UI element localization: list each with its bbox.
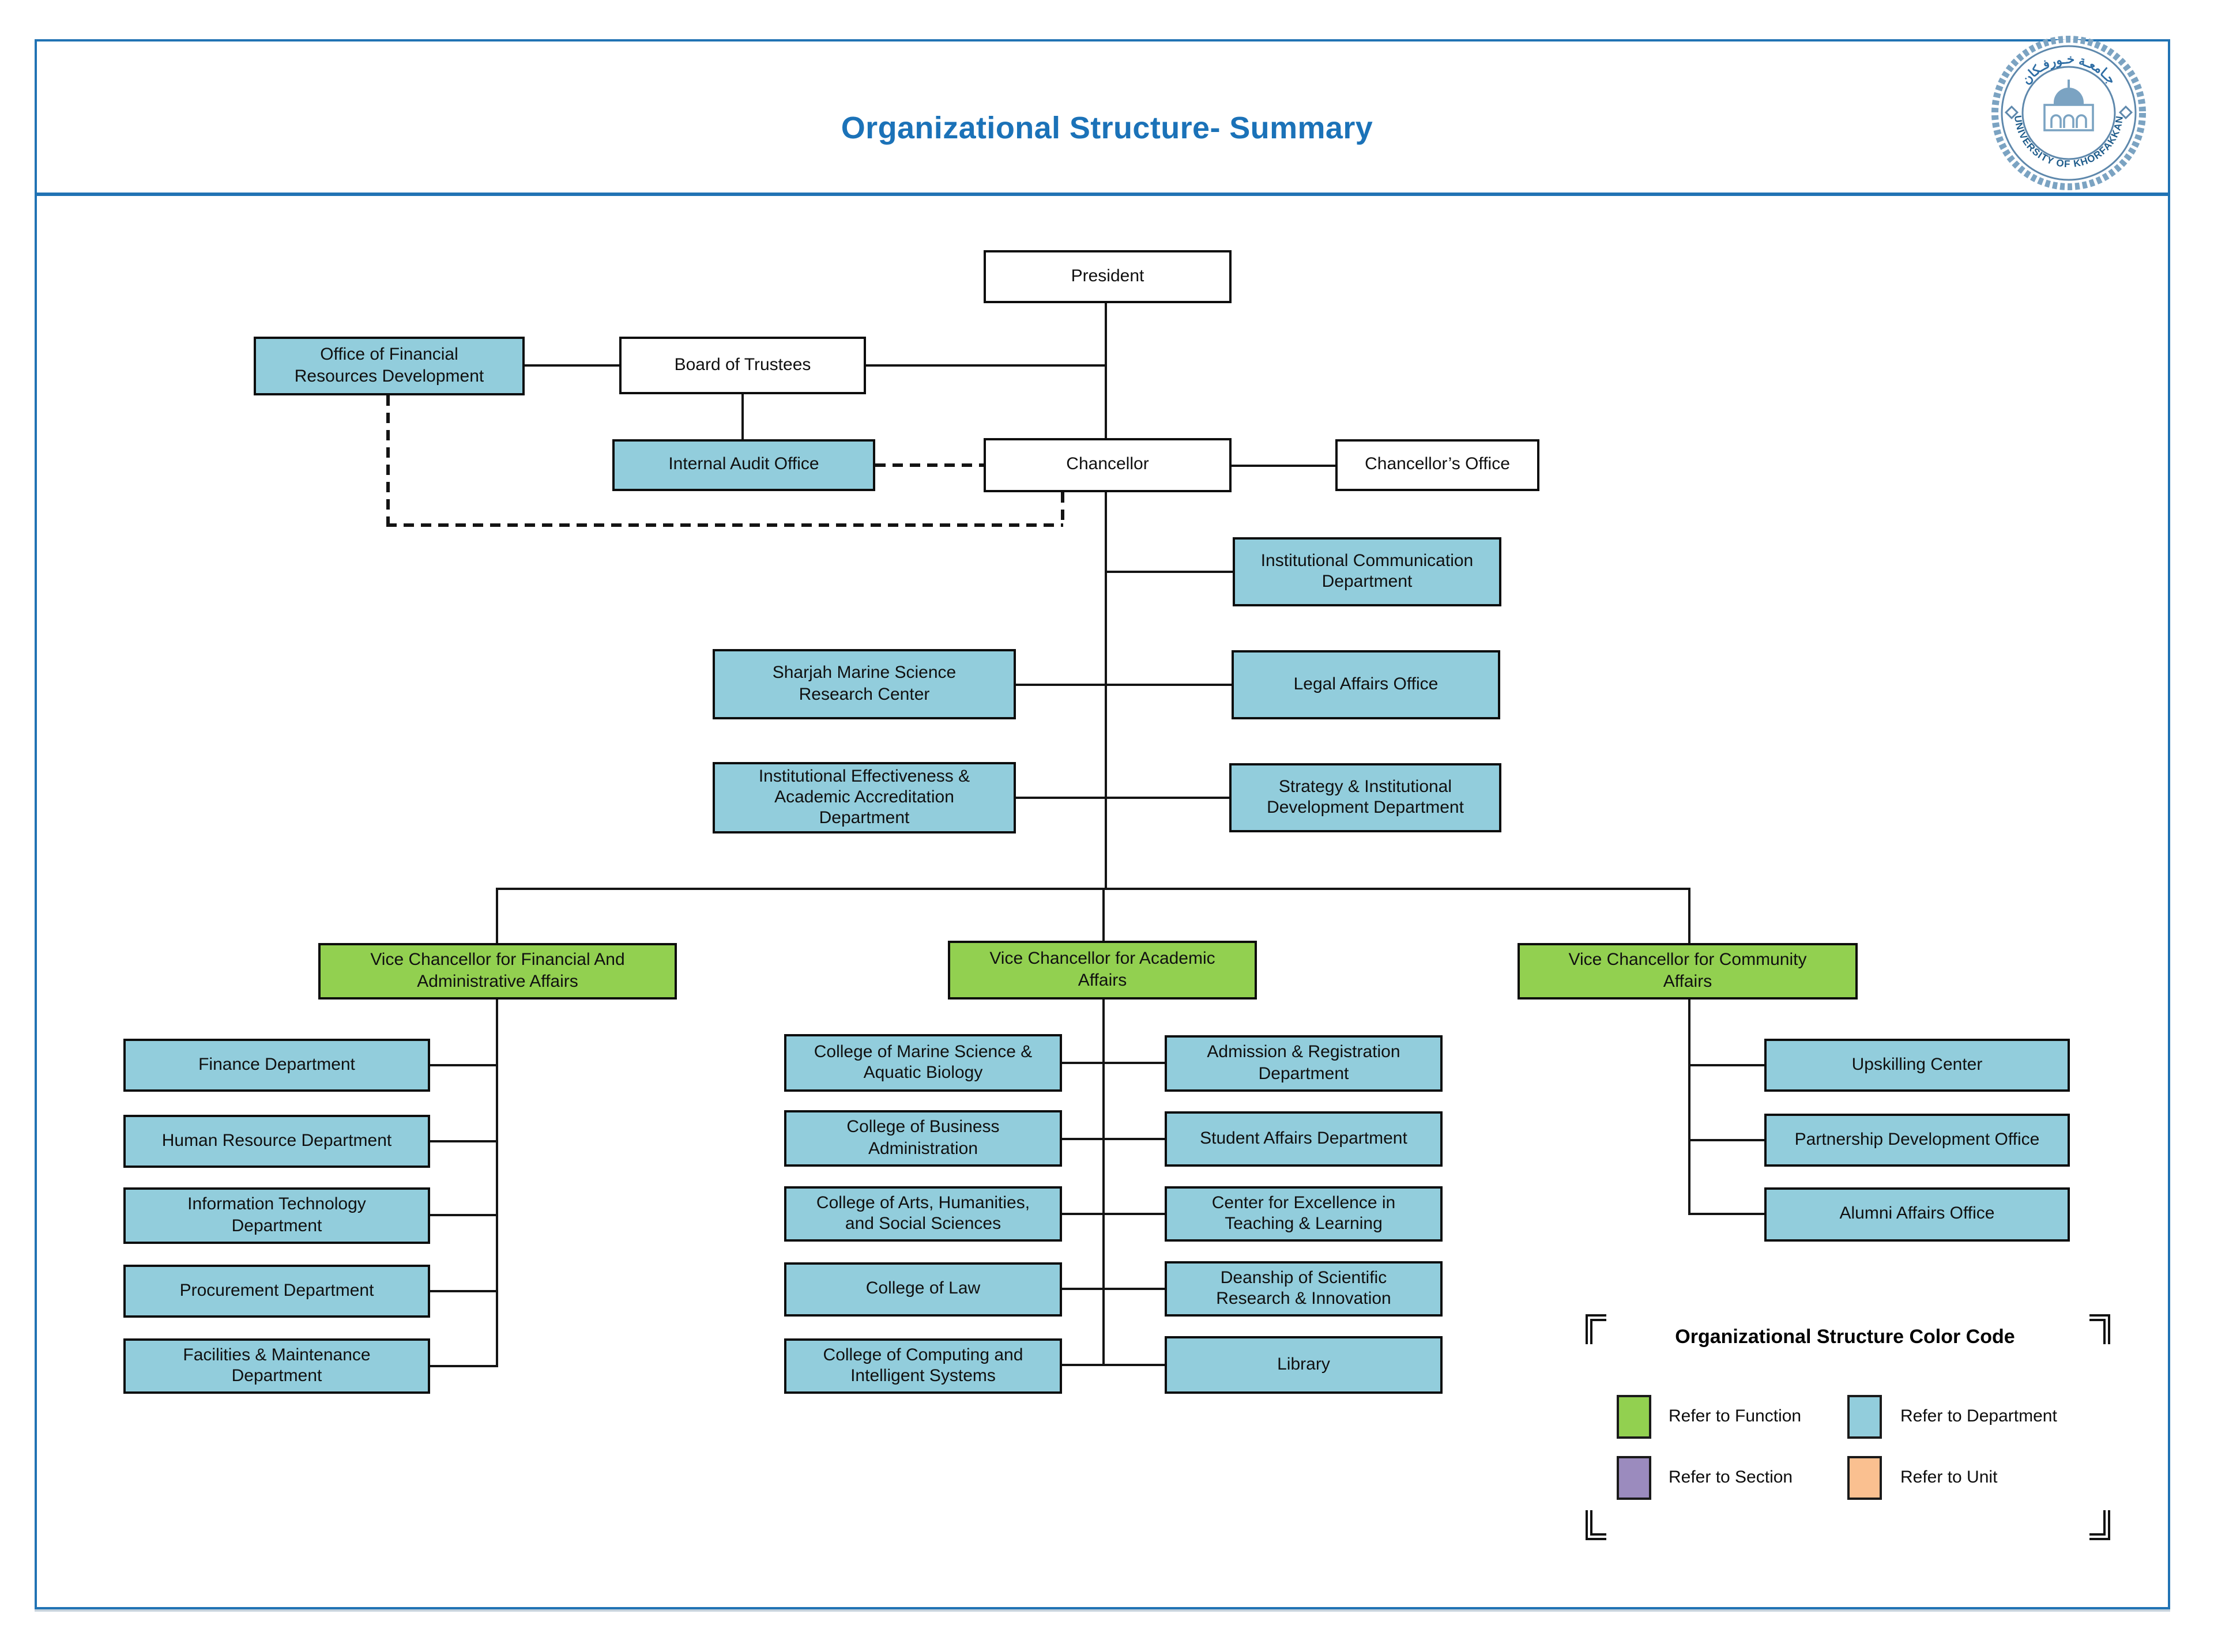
connector-facilities-stub	[430, 1365, 498, 1367]
connector-computing-library-row	[1062, 1364, 1165, 1366]
legend-label-section: Refer to Section	[1669, 1468, 1793, 1487]
node-legal-affairs-office: Legal Affairs Office	[1232, 650, 1500, 719]
page-title: Organizational Structure- Summary	[841, 111, 1373, 145]
node-institutional-effectiveness-accreditation: Institutional Effectiveness & Academic A…	[713, 762, 1016, 833]
university-logo: جـامعـة خـورفـكان UNIVERSITY OF KHORFAKK…	[1991, 36, 2146, 190]
legend-label-unit: Refer to Unit	[1900, 1468, 1998, 1487]
node-facilities-maintenance-department: Facilities & Maintenance Department	[123, 1338, 430, 1394]
node-deanship-scientific-research: Deanship of Scientific Research & Innova…	[1165, 1261, 1443, 1317]
node-sharjah-marine-science-research-center: Sharjah Marine Science Research Center	[713, 649, 1016, 719]
connector-upskilling-stub	[1690, 1064, 1764, 1066]
node-internal-audit-office: Internal Audit Office	[612, 439, 875, 491]
node-college-business-administration: College of Business Administration	[784, 1110, 1062, 1167]
connector-procurement-stub	[430, 1290, 498, 1292]
connector-dashed-ofrd-down	[386, 395, 389, 526]
connector-board-president-line	[866, 364, 1107, 367]
connector-dashed-chancellor-up	[1061, 492, 1064, 526]
node-admission-registration-department: Admission & Registration Department	[1165, 1035, 1443, 1092]
connector-arts-cetl-row	[1062, 1213, 1165, 1215]
node-college-arts-humanities: College of Arts, Humanities, and Social …	[784, 1186, 1062, 1242]
node-chancellors-office: Chancellor’s Office	[1335, 439, 1539, 491]
connector-chancellor-trunk	[1105, 492, 1107, 890]
connector-ofrd-board	[525, 364, 619, 367]
connector-dashed-internal-audit-chancellor	[875, 463, 984, 466]
legend-corner-bottom-left	[1586, 1510, 1606, 1540]
node-chancellor: Chancellor	[984, 438, 1232, 492]
connector-hr-stub	[430, 1140, 498, 1142]
header-divider	[35, 193, 2170, 195]
connector-vc-distribution-line	[496, 888, 1690, 890]
node-vc-academic: Vice Chancellor for Academic Affairs	[948, 941, 1257, 1000]
legend-label-function: Refer to Function	[1669, 1406, 1802, 1426]
legend-corner-top-left	[1586, 1314, 1606, 1344]
connector-business-student-row	[1062, 1138, 1165, 1140]
node-vc-community: Vice Chancellor for Community Affairs	[1518, 943, 1858, 1000]
node-information-technology-department: Information Technology Department	[123, 1187, 430, 1244]
connector-alumni-stub	[1690, 1213, 1764, 1215]
node-procurement-department: Procurement Department	[123, 1265, 430, 1318]
legend-label-department: Refer to Department	[1900, 1406, 2057, 1426]
node-finance-department: Finance Department	[123, 1039, 430, 1092]
page-border	[35, 39, 2170, 1609]
legend-swatch-department	[1847, 1395, 1882, 1439]
node-student-affairs-department: Student Affairs Department	[1165, 1111, 1443, 1167]
node-board-of-trustees: Board of Trustees	[619, 337, 866, 394]
legend-corner-bottom-right	[2089, 1510, 2110, 1540]
connector-law-deanship-row	[1062, 1288, 1165, 1290]
connector-vc-financial-vertical	[496, 888, 498, 1367]
node-vc-financial-administrative: Vice Chancellor for Financial And Admini…	[318, 943, 677, 1000]
legend-title: Organizational Structure Color Code	[1675, 1326, 2015, 1348]
connector-president-chancellor	[1105, 303, 1107, 438]
connector-marine-admission-row	[1062, 1062, 1165, 1064]
connector-trunk-icd	[1106, 571, 1233, 573]
node-upskilling-center: Upskilling Center	[1764, 1039, 2070, 1092]
node-college-of-law: College of Law	[784, 1262, 1062, 1317]
connector-vc-academic-vertical	[1102, 888, 1105, 1366]
node-president: President	[984, 250, 1232, 303]
legend-swatch-function	[1617, 1395, 1651, 1439]
node-college-computing-intelligent-systems: College of Computing and Intelligent Sys…	[784, 1338, 1062, 1394]
connector-it-stub	[430, 1214, 498, 1216]
legend-corner-top-right	[2089, 1314, 2110, 1344]
node-alumni-affairs-office: Alumni Affairs Office	[1764, 1187, 2070, 1242]
node-college-marine-science: College of Marine Science & Aquatic Biol…	[784, 1034, 1062, 1092]
node-center-excellence-teaching-learning: Center for Excellence in Teaching & Lear…	[1165, 1186, 1443, 1242]
connector-partnership-stub	[1690, 1139, 1764, 1141]
node-partnership-development-office: Partnership Development Office	[1764, 1114, 2070, 1167]
connector-vc-community-vertical	[1688, 888, 1690, 1215]
node-library: Library	[1165, 1336, 1443, 1394]
connector-board-internal-audit	[741, 394, 744, 439]
connector-ieaad-sidd	[1016, 797, 1229, 799]
connector-smsrc-legal	[1016, 684, 1232, 686]
node-human-resource-department: Human Resource Department	[123, 1115, 430, 1168]
node-institutional-communication-department: Institutional Communication Department	[1233, 537, 1501, 606]
legend-swatch-unit	[1847, 1456, 1882, 1500]
connector-finance-stub	[430, 1064, 498, 1066]
university-seal-icon: جـامعـة خـورفـكان UNIVERSITY OF KHORFAKK…	[1991, 36, 2146, 190]
node-strategy-institutional-development: Strategy & Institutional Development Dep…	[1229, 763, 1501, 832]
node-office-financial-resources-development: Office of Financial Resources Developmen…	[254, 337, 525, 395]
connector-chancellor-office	[1232, 465, 1335, 467]
connector-dashed-ofrd-horizontal	[386, 523, 1063, 526]
legend-swatch-section	[1617, 1456, 1651, 1500]
